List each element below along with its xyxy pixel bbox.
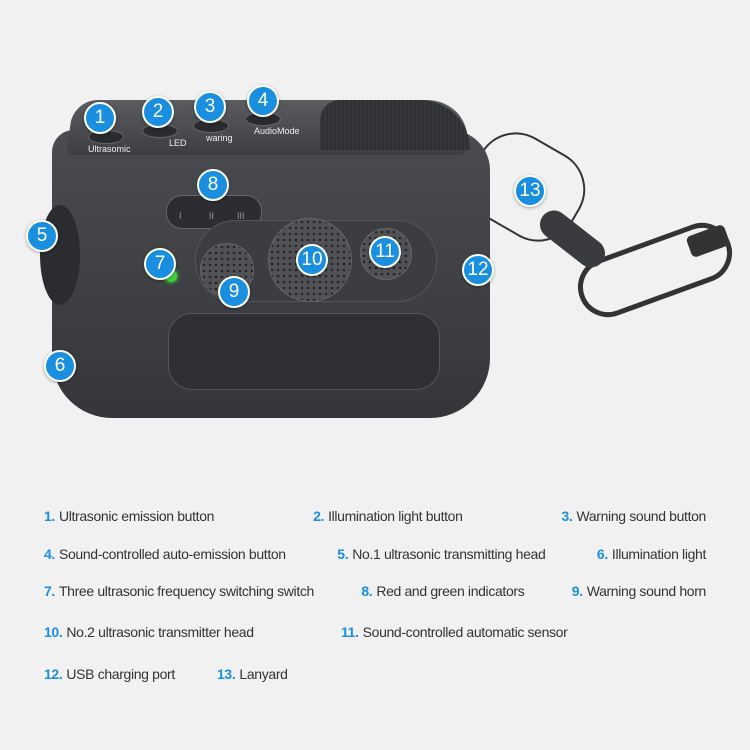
illumination-bar — [168, 313, 440, 390]
legend-item-2: 2.Illumination light button — [313, 508, 463, 524]
warning-label: waring — [206, 133, 233, 143]
audio-mode-label: AudioMode — [254, 126, 300, 136]
legend-item-11: 11.Sound-controlled automatic sensor — [341, 624, 568, 640]
transmitter-head-2 — [268, 218, 352, 302]
legend-item-10: 10.No.2 ultrasonic transmitter head — [44, 624, 254, 640]
callout-12: 12 — [462, 254, 494, 286]
switch-pos-1: I — [179, 211, 182, 221]
callout-13: 13 — [514, 175, 546, 207]
legend-item-7: 7.Three ultrasonic frequency switching s… — [44, 583, 314, 599]
legend-item-13: 13.Lanyard — [217, 666, 288, 682]
led-label: LED — [169, 138, 187, 148]
legend-item-4: 4.Sound-controlled auto-emission button — [44, 546, 286, 562]
legend-item-12: 12.USB charging port — [44, 666, 175, 682]
legend-item-9: 9.Warning sound horn — [571, 583, 707, 599]
legend-item-6: 6.Illumination light — [596, 546, 706, 562]
switch-pos-3: III — [237, 211, 245, 221]
legend-item-8: 8.Red and green indicators — [361, 583, 525, 599]
switch-pos-2: II — [209, 211, 215, 221]
legend-row-1: 1.Ultrasonic emission button 2.Illuminat… — [44, 508, 706, 524]
top-grille — [320, 100, 470, 150]
callout-8: 8 — [197, 169, 229, 201]
legend-item-1: 1.Ultrasonic emission button — [44, 508, 215, 524]
ultrasonic-label: Ultrasomic — [88, 144, 131, 154]
callout-5: 5 — [26, 220, 58, 252]
legend-item-3: 3.Warning sound button — [561, 508, 707, 524]
callout-7: 7 — [144, 248, 176, 280]
callout-3: 3 — [194, 91, 226, 123]
callout-10: 10 — [296, 244, 328, 276]
legend-row-2: 4.Sound-controlled auto-emission button … — [44, 546, 706, 562]
callout-6: 6 — [44, 350, 76, 382]
legend-row-3: 7.Three ultrasonic frequency switching s… — [44, 583, 706, 599]
callout-9: 9 — [218, 276, 250, 308]
callout-11: 11 — [369, 236, 401, 268]
callout-1: 1 — [84, 102, 116, 134]
callout-4: 4 — [247, 85, 279, 117]
legend-item-5: 5.No.1 ultrasonic transmitting head — [337, 546, 546, 562]
callout-2: 2 — [142, 96, 174, 128]
